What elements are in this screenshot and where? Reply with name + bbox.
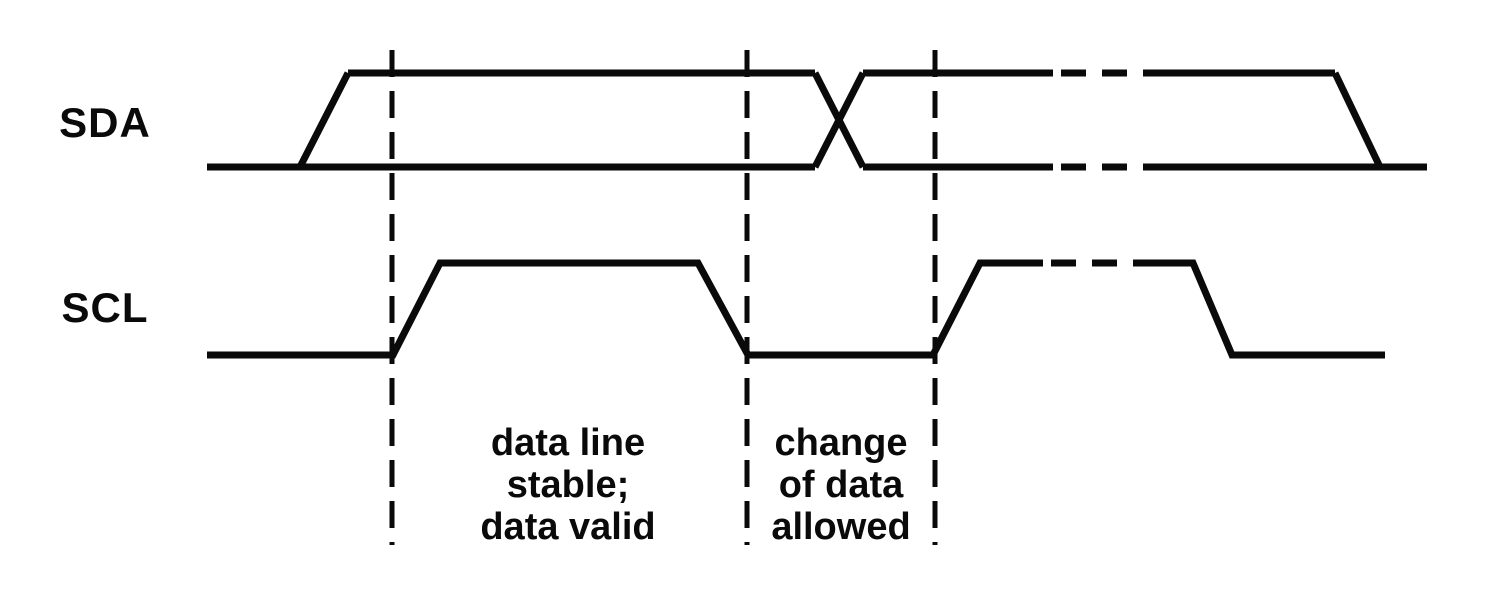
- scl-waveform: [207, 259, 1385, 359]
- scl-clock-pulse: [207, 259, 1043, 359]
- annotation-data-valid-line1: data line: [491, 422, 645, 464]
- sda-final-falling-edge: [1331, 71, 1384, 169]
- guide-lines: [389, 50, 938, 545]
- signal-labels: SDA SCL: [59, 99, 151, 331]
- annotation-data-change: change of data allowed: [771, 422, 910, 548]
- sda-crossover-rising-edge: [811, 71, 867, 169]
- annotation-data-valid-line2: stable;: [507, 464, 629, 506]
- scl-signal-label: SCL: [62, 284, 149, 331]
- annotation-data-change-line2: of data: [779, 464, 904, 506]
- sda-signal-label: SDA: [59, 99, 151, 146]
- sda-waveform: [207, 69, 1427, 171]
- sda-rising-edge: [296, 71, 352, 169]
- annotation-data-valid-line3: data valid: [480, 506, 655, 548]
- scl-final-falling-edge: [1145, 259, 1385, 359]
- annotation-data-valid: data line stable; data valid: [480, 422, 655, 548]
- annotation-data-change-line3: allowed: [771, 506, 910, 548]
- annotation-data-change-line1: change: [774, 422, 907, 464]
